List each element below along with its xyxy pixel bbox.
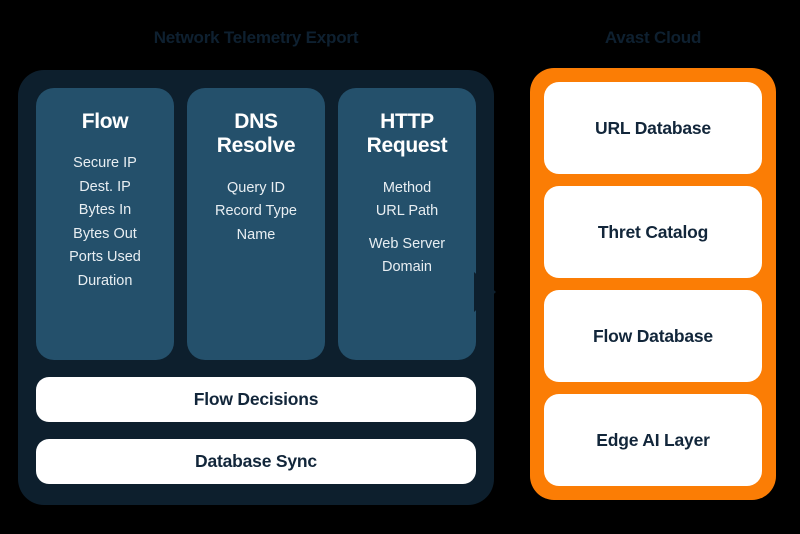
list-spacer [344, 224, 470, 233]
list-item: Dest. IP [79, 178, 131, 195]
network-telemetry-export-panel: Flow Secure IP Dest. IP Bytes In Bytes O… [18, 70, 494, 505]
card-title-line-2: Resolve [216, 134, 296, 158]
card-title-line-1: HTTP [380, 110, 434, 133]
list-item: Bytes In [78, 202, 132, 219]
card-title-flow: Flow [81, 110, 129, 133]
avast-cloud-panel: URL Database Thret Catalog Flow Database… [530, 68, 776, 500]
list-item: Secure IP [73, 155, 137, 172]
card-list-flow: Secure IP Dest. IP Bytes In Bytes Out Po… [42, 152, 168, 293]
cloud-pill-edge-ai-layer[interactable]: Edge AI Layer [544, 394, 762, 486]
cloud-pill-flow-database[interactable]: Flow Database [544, 290, 762, 382]
card-title-http-request: HTTP Request [344, 110, 470, 159]
card-title-line-1: DNS [234, 110, 278, 133]
list-item: Method [382, 179, 432, 196]
list-item: Duration [77, 272, 133, 289]
right-panel-title: Avast Cloud [604, 28, 702, 47]
list-item: Record Type [215, 203, 297, 220]
cloud-pill-thret-catalog[interactable]: Thret Catalog [544, 186, 762, 278]
list-item: URL Path [375, 203, 439, 220]
telemetry-card-flow[interactable]: Flow Secure IP Dest. IP Bytes In Bytes O… [36, 88, 174, 360]
card-list-http-request: Method URL Path Web Server Domain [344, 177, 470, 280]
left-panel-title: Network Telemetry Export [153, 28, 359, 47]
card-title-dns-resolve: DNS Resolve [193, 110, 319, 159]
flow-decisions-bar[interactable]: Flow Decisions [36, 377, 476, 422]
card-list-dns-resolve: Query ID Record Type Name [193, 177, 319, 247]
cloud-pill-url-database[interactable]: URL Database [544, 82, 762, 174]
card-title-line-2: Request [366, 134, 448, 158]
list-item: Query ID [226, 179, 285, 196]
list-item: Web Server Domain [368, 235, 446, 276]
telemetry-card-dns-resolve[interactable]: DNS Resolve Query ID Record Type Name [187, 88, 325, 360]
telemetry-card-http-request[interactable]: HTTP Request Method URL Path Web Server … [338, 88, 476, 360]
arrow-right-icon [474, 272, 496, 312]
telemetry-cards-row: Flow Secure IP Dest. IP Bytes In Bytes O… [36, 88, 476, 360]
list-item: Bytes Out [73, 225, 137, 242]
list-item: Ports Used [69, 249, 141, 266]
list-item: Name [236, 226, 276, 243]
database-sync-bar[interactable]: Database Sync [36, 439, 476, 484]
